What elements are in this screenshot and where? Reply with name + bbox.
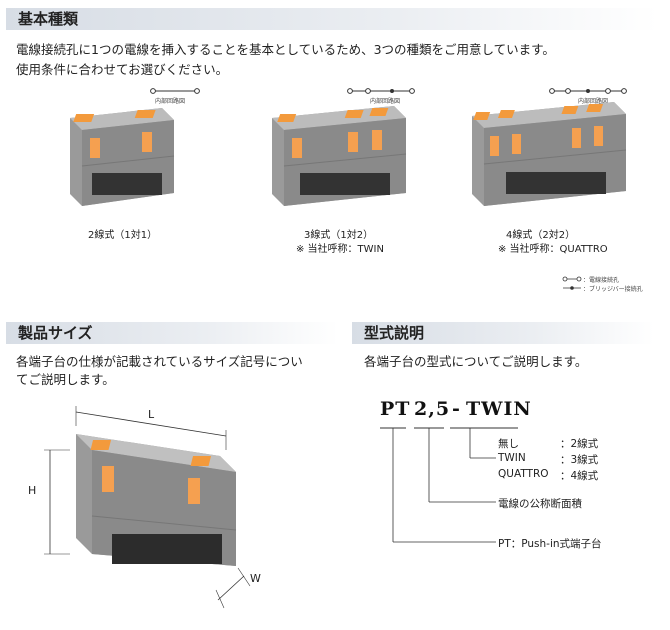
circuit-diagram-3wire bbox=[347, 88, 415, 94]
type-quattro-name: QUATTRO bbox=[498, 468, 549, 480]
product-label-4wire: 4線式（2対2） bbox=[506, 230, 576, 241]
size-description-line1: 各端子台の仕様が記載されているサイズ記号につい bbox=[16, 354, 303, 369]
size-description-line2: てご説明します。 bbox=[16, 372, 115, 387]
circuit-diagram-4wire bbox=[549, 88, 627, 94]
dimension-h-label: H bbox=[28, 484, 37, 497]
circuit-diagram-2wire bbox=[150, 88, 200, 94]
section-header-basic: 基本種類 bbox=[6, 8, 658, 30]
terminal-block-2wire-image bbox=[70, 108, 175, 206]
product-label-2wire: 2線式（1対1） bbox=[88, 230, 158, 241]
legend-bridge-hole: ：ブリッジバー接続孔 bbox=[583, 286, 643, 293]
basic-description-line1: 電線接続孔に1つの電線を挿入することを基本としているため、3つの種類をご用意して… bbox=[16, 42, 555, 57]
model-code-dash: - bbox=[452, 398, 461, 420]
terminal-block-3wire-image bbox=[272, 106, 407, 206]
legend-wire-hole: ：電線接続孔 bbox=[583, 277, 620, 284]
terminal-block-4wire-image bbox=[472, 102, 627, 206]
section-header-size: 製品サイズ bbox=[6, 322, 338, 344]
type-twin-value: ：3線式 bbox=[560, 454, 599, 466]
model-code-pt: PT bbox=[380, 398, 411, 420]
dimension-l-label: L bbox=[148, 408, 155, 421]
product-label-3wire: 3線式（1対2） bbox=[304, 230, 374, 241]
type-none-name: 無し bbox=[498, 438, 519, 450]
basic-description-line2: 使用条件に合わせてお選びください。 bbox=[16, 62, 229, 77]
product-note-4wire: ※ 当社呼称：QUATTRO bbox=[498, 244, 608, 255]
legend-wire-hole-symbol bbox=[562, 276, 582, 282]
dimension-w-label: W bbox=[250, 572, 261, 585]
type-quattro-value: ：4線式 bbox=[560, 470, 599, 482]
model-description: 各端子台の型式についてご説明します。 bbox=[364, 354, 588, 369]
push-in-label: PT：Push-in式端子台 bbox=[498, 538, 602, 550]
model-code-size: 2,5 bbox=[414, 398, 451, 420]
cross-section-label: 電線の公称断面積 bbox=[498, 498, 582, 510]
model-code-leader-lines bbox=[380, 427, 518, 543]
section-header-model: 型式説明 bbox=[352, 322, 654, 344]
type-none-value: ：2線式 bbox=[560, 438, 599, 450]
type-twin-name: TWIN bbox=[498, 452, 526, 464]
legend-bridge-hole-symbol bbox=[563, 286, 581, 290]
model-code-type: TWIN bbox=[466, 398, 532, 420]
circuit-diagram-label-3: 内部回路図 bbox=[578, 98, 609, 105]
product-note-3wire: ※ 当社呼称：TWIN bbox=[296, 244, 384, 255]
circuit-diagram-label-2: 内部回路図 bbox=[370, 98, 401, 105]
circuit-diagram-label-1: 内部回路図 bbox=[155, 98, 186, 105]
terminal-block-dimension-image bbox=[44, 406, 251, 609]
